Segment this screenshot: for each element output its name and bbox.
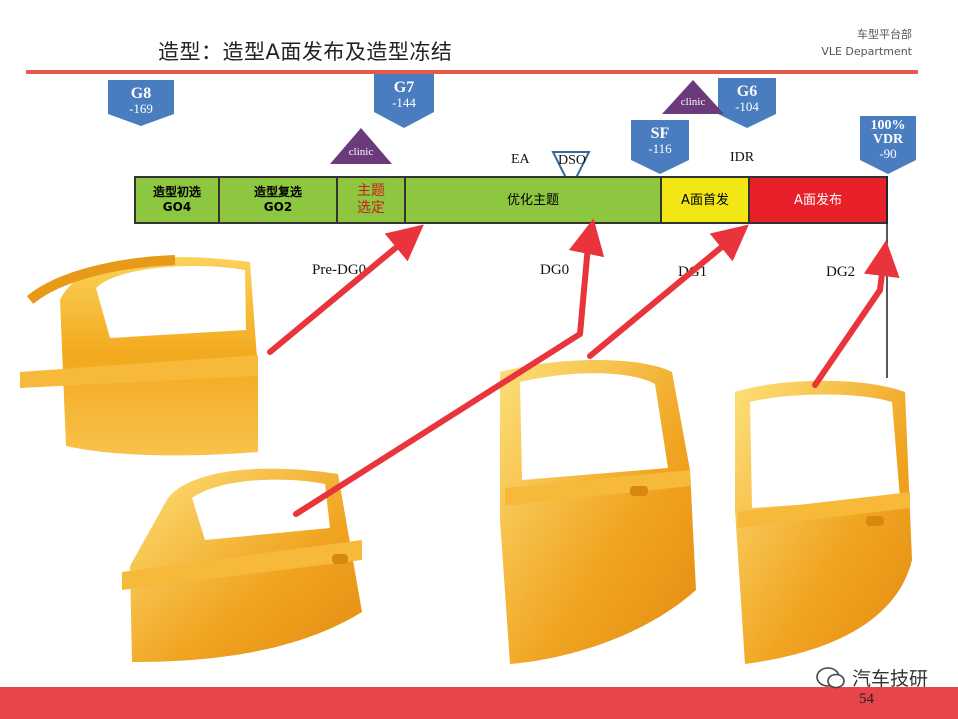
dso-triangle-icon <box>551 151 591 190</box>
phase-label: A面首发 <box>681 192 729 208</box>
gate-code: G7 <box>393 79 415 96</box>
gate-days: -104 <box>735 99 759 114</box>
flag-shape <box>860 116 916 174</box>
door-2 <box>122 468 362 662</box>
department-en: VLE Department <box>821 45 912 58</box>
gate-flag-vdr: 100% VDR -90 <box>860 116 916 174</box>
watermark-text: 汽车技研 <box>851 668 928 690</box>
door-1 <box>20 255 258 456</box>
gate-pre-dg0: Pre-DG0 <box>312 262 367 278</box>
gate-flag-g7: G7 -144 <box>374 74 434 128</box>
gate-code: SF <box>650 125 670 142</box>
flag-shape <box>374 74 434 128</box>
gate-dg2: DG2 <box>826 264 856 280</box>
phase-sublabel: GO2 <box>263 200 293 214</box>
milestone-ea: EA <box>511 152 530 167</box>
phase-label: 造型初选 <box>152 185 201 199</box>
gate-days: -169 <box>129 101 153 116</box>
watermark: 汽车技研 <box>816 664 928 691</box>
phase-sublabel: 选定 <box>357 200 385 216</box>
gate-flag-g8: G8 -169 <box>108 80 174 126</box>
milestone-idr: IDR <box>730 150 755 165</box>
gate-days: -144 <box>392 95 416 110</box>
page-number: 54 <box>859 691 874 707</box>
phase-label: 优化主题 <box>506 192 559 208</box>
gate-days: -116 <box>648 141 672 156</box>
clinic-triangle <box>330 128 392 164</box>
page-title: 造型：造型A面发布及造型冻结 <box>158 40 453 64</box>
clinic-label: clinic <box>348 146 374 158</box>
progress-arrows <box>267 218 900 517</box>
wechat-icon <box>816 666 845 688</box>
milestone-dso: DSO <box>558 153 587 168</box>
gate-code: G8 <box>130 85 152 102</box>
clinic-triangle <box>662 80 724 114</box>
phase-theme-selection: 主题选定 <box>336 176 406 224</box>
gate-dg0: DG0 <box>540 262 570 278</box>
door-3 <box>500 360 696 664</box>
door-4 <box>735 380 912 664</box>
department-cn: 车型平台部 <box>857 28 912 41</box>
clinic-label: clinic <box>680 96 706 108</box>
gate-code: 100% VDR <box>870 118 906 147</box>
flag-shape <box>718 78 776 128</box>
phase-label: 造型复选 <box>253 185 302 199</box>
phase-label: 主题 <box>357 183 385 199</box>
footer-band <box>0 687 958 719</box>
gate-flag-sf: SF -116 <box>631 120 689 174</box>
flag-shape <box>631 120 689 174</box>
phase-theme-optimization: 优化主题 <box>404 176 662 224</box>
department-label: 车型平台部 VLE Department <box>821 26 912 60</box>
header-divider <box>26 70 918 74</box>
gate-code: G6 <box>736 83 758 100</box>
phase-a-surface-release: A面发布 <box>748 176 888 224</box>
phase-label: A面发布 <box>794 192 842 208</box>
gate-days: -90 <box>879 146 897 161</box>
gate-flag-g6: G6 -104 <box>718 78 776 128</box>
flag-shape <box>108 80 174 126</box>
phase-sublabel: GO4 <box>162 200 192 214</box>
